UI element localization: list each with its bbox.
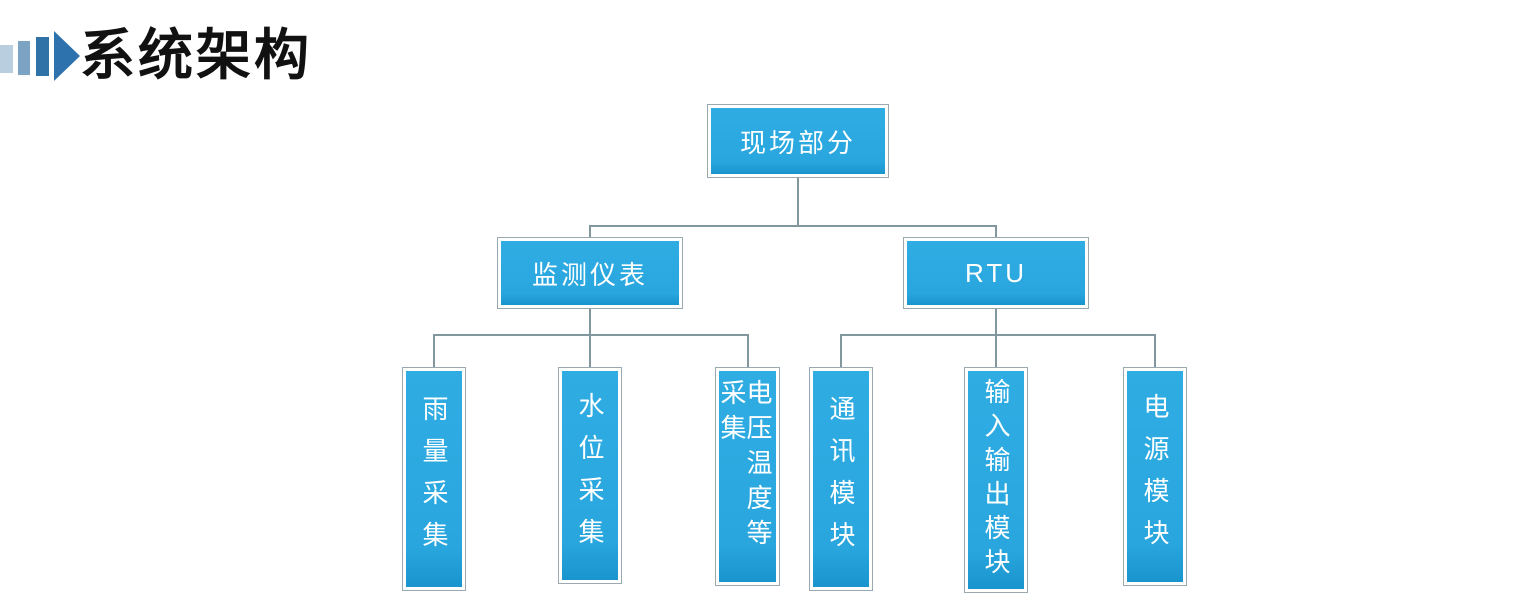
connector-drop-rtu — [995, 225, 997, 238]
node-rtu: RTU — [903, 237, 1089, 309]
node-communication-module: 通讯模块 — [809, 367, 873, 591]
arrow-bar-dark-icon — [36, 37, 49, 76]
node-label: 电压温度等采集 — [717, 379, 773, 554]
arrow-bar-light-icon — [0, 45, 13, 73]
arrow-triangle-icon — [54, 31, 80, 81]
node-power-module: 电源模块 — [1123, 367, 1187, 586]
node-label: 电源模块 — [1140, 392, 1170, 561]
node-label: 水位采集 — [575, 391, 605, 560]
node-water-level-collection: 水位采集 — [558, 367, 622, 584]
node-monitoring-instruments: 监测仪表 — [497, 237, 683, 309]
node-label: 输入输出模块 — [981, 378, 1011, 582]
connector-drop-comm — [840, 334, 842, 368]
connector-level2-right-rail — [840, 334, 1156, 336]
node-voltage-temperature-collection: 电压温度等采集 — [715, 367, 780, 586]
connector-root-stem — [797, 177, 799, 227]
connector-drop-monitor — [589, 225, 591, 238]
connector-drop-rain — [433, 334, 435, 368]
page-title: 系统架构 — [80, 24, 313, 86]
arrow-bar-medium-icon — [18, 41, 30, 75]
node-field-section: 现场部分 — [707, 104, 889, 178]
node-label: 监测仪表 — [531, 259, 648, 290]
node-input-output-module: 输入输出模块 — [964, 367, 1028, 593]
connector-level1-rail — [589, 225, 997, 227]
connector-drop-voltage — [747, 334, 749, 368]
node-label: 雨量采集 — [419, 395, 449, 563]
node-label: RTU — [965, 257, 1027, 288]
node-rainfall-collection: 雨量采集 — [402, 367, 466, 591]
connector-rtu-stem — [995, 308, 997, 368]
connector-level2-left-rail — [433, 334, 749, 336]
connector-monitor-stem — [589, 308, 591, 368]
node-label: 通讯模块 — [826, 395, 856, 563]
node-label: 现场部分 — [739, 127, 856, 158]
connector-drop-power — [1154, 334, 1156, 368]
